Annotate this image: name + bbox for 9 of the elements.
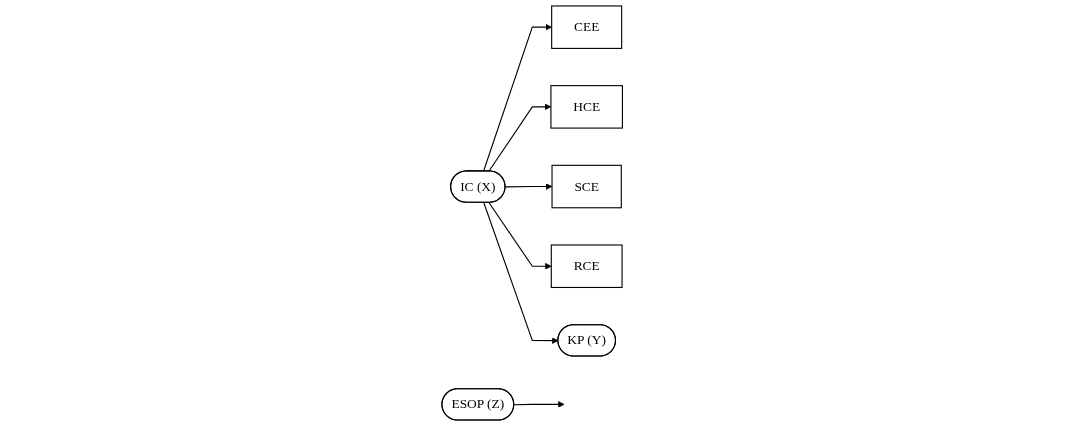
arrow bbox=[483, 202, 559, 344]
arrow bbox=[513, 401, 565, 408]
node-box: HCE bbox=[550, 85, 624, 129]
node-box: CEE bbox=[551, 5, 623, 49]
arrow bbox=[488, 103, 552, 172]
arrow bbox=[505, 183, 553, 190]
node-box: SCE bbox=[551, 164, 623, 209]
node-box: RCE bbox=[551, 244, 623, 289]
arrow bbox=[488, 202, 552, 270]
